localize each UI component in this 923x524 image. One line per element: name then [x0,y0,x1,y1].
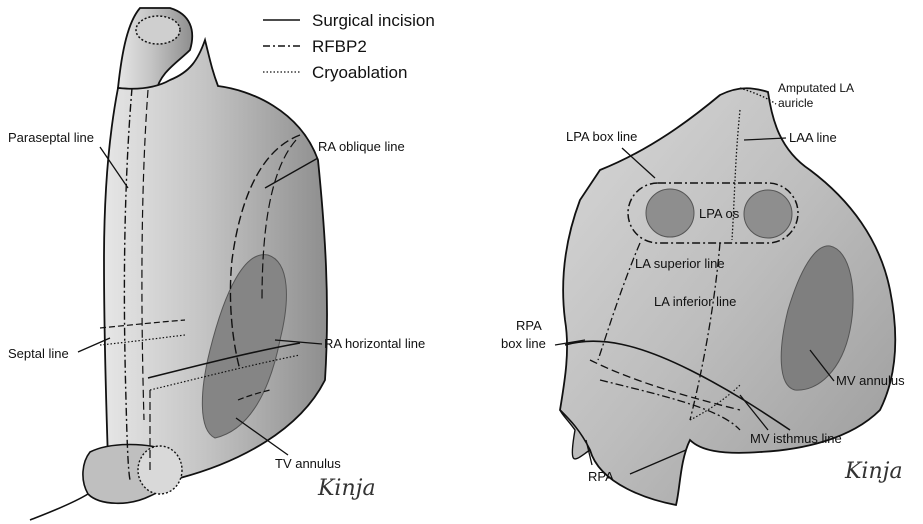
septal-line-label: Septal line [8,346,69,361]
signature-right: Kinja [844,459,903,484]
amputated-la-label-line2: auricle [778,96,814,110]
legend-label: RFBP2 [312,37,367,56]
legend: Surgical incision RFBP2 Cryoablation [263,11,435,82]
lpa-os-left [646,189,694,237]
ivc-opening [138,446,182,494]
legend-item-surgical-incision: Surgical incision [263,11,435,30]
legend-item-rfbp2: RFBP2 [263,37,367,56]
rpa-label: RPA [588,469,614,484]
lpa-os-label: LPA os [699,206,740,221]
legend-label: Surgical incision [312,11,435,30]
left-atrium-figure: Amputated LA auricle LPA box line LAA li… [501,81,905,505]
legend-item-cryoablation: Cryoablation [263,63,407,82]
legend-label: Cryoablation [312,63,407,82]
ra-oblique-line-label: RA oblique line [318,139,405,154]
mv-annulus-label: MV annulus [836,373,905,388]
tv-annulus-label: TV annulus [275,456,341,471]
paraseptal-line-label: Paraseptal line [8,130,94,145]
laa-line-label: LAA line [789,130,837,145]
signature-left: Kinja [317,476,376,501]
rpa-box-line-label-1: RPA [516,318,542,333]
ra-horizontal-line-label: RA horizontal line [324,336,425,351]
lpa-box-line-label: LPA box line [566,129,637,144]
ivc-tail [30,494,88,520]
right-atrium-figure: Paraseptal line RA oblique line Septal l… [8,8,425,520]
lpa-os-right [744,190,792,238]
svc-opening [136,16,180,44]
la-superior-line-label: LA superior line [635,256,725,271]
mv-isthmus-line-label: MV isthmus line [750,431,842,446]
la-inferior-line-label: LA inferior line [654,294,736,309]
rpa-box-line-label-2: box line [501,336,546,351]
amputated-la-label-line1: Amputated LA [778,81,854,95]
